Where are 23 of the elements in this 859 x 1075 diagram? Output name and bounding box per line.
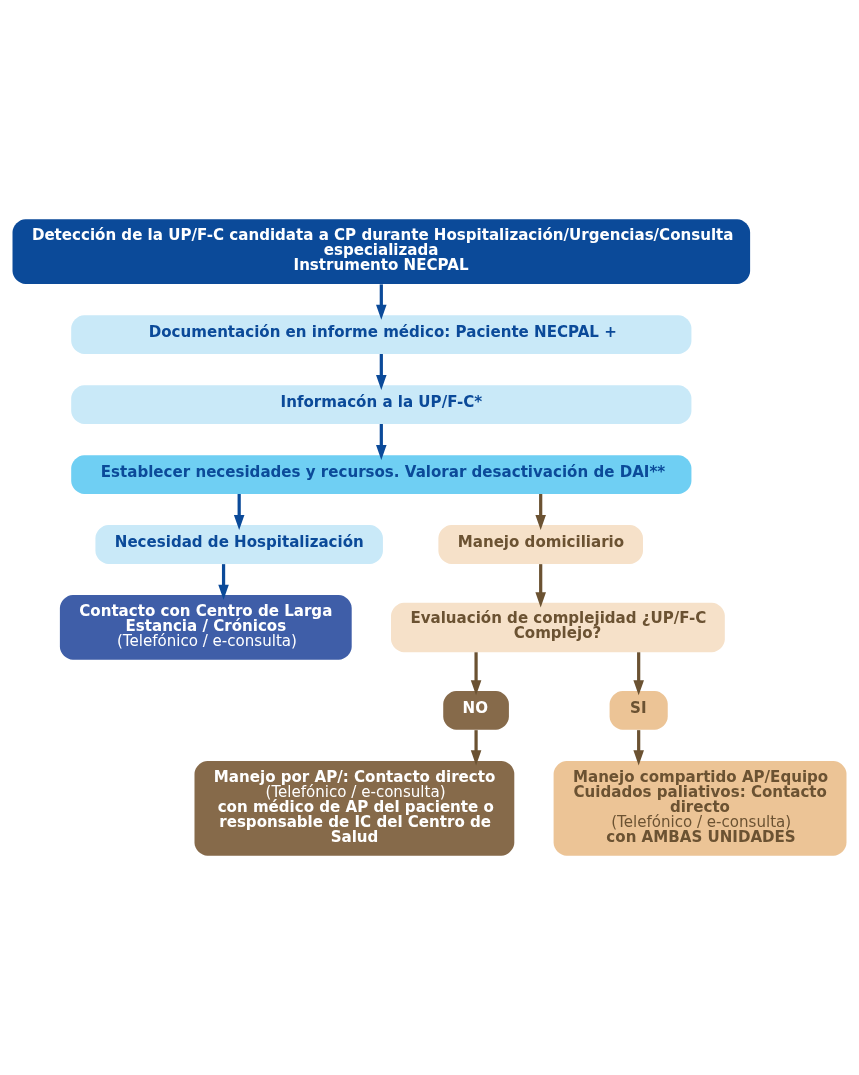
arrow bbox=[218, 564, 229, 600]
arrow bbox=[470, 730, 482, 766]
arrow bbox=[233, 494, 245, 530]
node-box: Contacto con Centro de Larga Estancia / Crónicos (Telefónico / e-consulta) bbox=[59, 595, 352, 660]
node-box: Manejo por AP/: Contacto directo (Telefónico / e-consulta) con médico de AP del paciente o responsable de IC del Centro de Salud bbox=[194, 760, 515, 856]
node-box: NO bbox=[443, 690, 509, 730]
node-box: Manejo compartido AP/Equipo Cuidados paliativos: Contacto directo (Telefónico / e-consulta) con AMBAS UNIDADES bbox=[553, 760, 847, 856]
node-box: Manejo domiciliario bbox=[438, 525, 643, 564]
node-box: Evaluación de complejidad ¿UP/F-C Complejo? bbox=[391, 602, 725, 653]
node-box: Establecer necesidades y recursos. Valorar desactivación de DAI** bbox=[71, 455, 692, 494]
node-box: Informacón a la UP/F-C* bbox=[71, 385, 692, 424]
arrow bbox=[376, 424, 387, 460]
arrow bbox=[633, 730, 644, 766]
arrow bbox=[535, 564, 546, 608]
arrow bbox=[633, 652, 644, 696]
arrow bbox=[376, 284, 387, 320]
node-box: Documentación en informe médico: Paciente NECPAL + bbox=[71, 315, 692, 354]
arrow bbox=[470, 652, 482, 696]
node-box: Detección de la UP/F-C candidata a CP durante Hospitalización/Urgencias/Consulta especializada Instrumento NECPAL bbox=[12, 219, 751, 284]
node-box: SI bbox=[609, 690, 668, 730]
arrow bbox=[535, 494, 546, 530]
node-box: Necesidad de Hospitalización bbox=[95, 525, 383, 564]
arrow bbox=[376, 354, 387, 390]
